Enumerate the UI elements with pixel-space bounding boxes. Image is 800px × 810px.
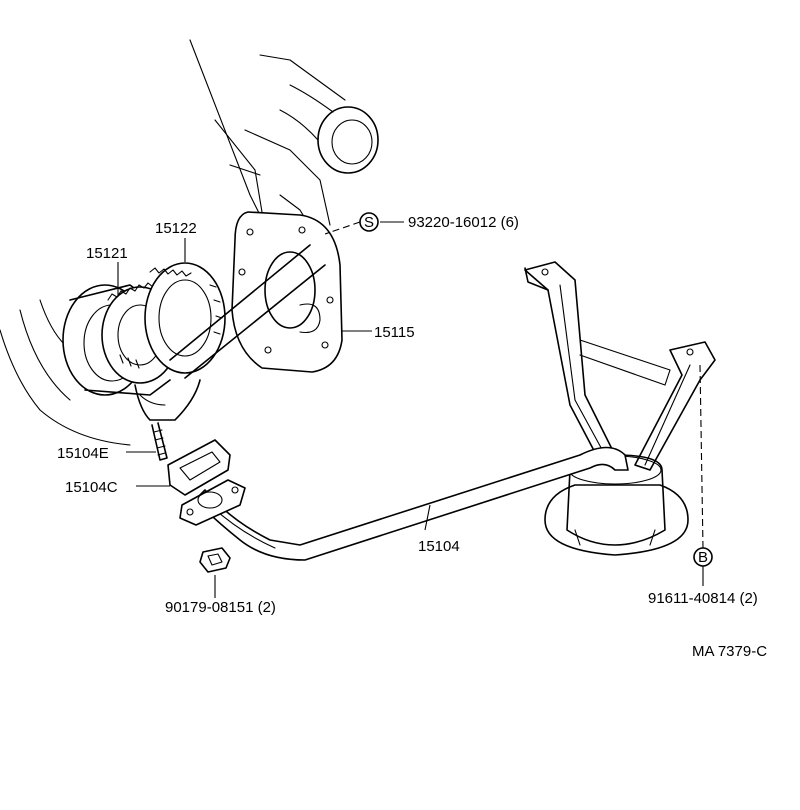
label-91611-40814: 91611-40814 (2) (648, 590, 758, 607)
leader-lines (117, 221, 704, 598)
oil-pump-housing (62, 262, 226, 461)
label-90179-08151: 90179-08151 (2) (165, 599, 276, 616)
engine-block (0, 39, 379, 446)
label-15104C: 15104C (65, 479, 118, 496)
gasket-15104C (167, 439, 231, 496)
strainer-bracket (524, 261, 716, 471)
label-15104: 15104 (418, 538, 460, 555)
driven-gear (144, 262, 226, 374)
symbol-s-text: S (364, 214, 374, 231)
symbol-b-text: B (698, 549, 708, 566)
symbol-b-marker: B (693, 547, 713, 567)
stud-15104E (151, 422, 168, 461)
nut-90179 (199, 547, 231, 573)
label-15115: 15115 (374, 324, 415, 341)
label-15122: 15122 (155, 220, 197, 237)
pump-cover-plate (169, 211, 343, 379)
label-93220-16012: 93220-16012 (6) (408, 214, 519, 231)
label-15104E: 15104E (57, 445, 109, 462)
oil-strainer (544, 454, 689, 556)
tube-flange (179, 479, 246, 526)
label-15121: 15121 (86, 245, 128, 262)
diagram-reference-code: MA 7379-C (692, 643, 767, 660)
symbol-s-marker: S (359, 212, 379, 232)
